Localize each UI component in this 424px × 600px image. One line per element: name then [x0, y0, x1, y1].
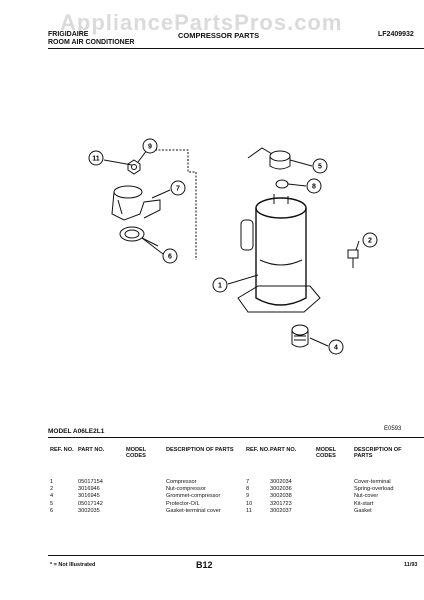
wiring-line — [148, 149, 197, 260]
lead-wire — [247, 147, 273, 159]
callout-2: 2 — [362, 232, 378, 248]
header-rule — [48, 48, 424, 49]
col-part-no: PART NO. — [270, 447, 297, 453]
exploded-diagram: 11 9 7 6 5 8 2 1 4 — [88, 138, 378, 355]
product-type: ROOM AIR CONDITIONER — [48, 39, 135, 46]
table-header: REF. NO. PART NO. MODEL CODES DESCRIPTIO… — [246, 447, 420, 461]
parts-table-right: REF. NO. PART NO. MODEL CODES DESCRIPTIO… — [246, 447, 420, 515]
model-number: MODEL A06LE2L1 — [48, 428, 105, 435]
callout-6: 6 — [162, 248, 178, 264]
table-top-rule — [48, 437, 424, 438]
callout-7: 7 — [170, 180, 186, 196]
not-illustrated-note: * = Not Illustrated — [50, 562, 96, 568]
model-code: LF2409932 — [378, 31, 414, 38]
compressor-drawing — [237, 194, 321, 313]
callout-1: 1 — [212, 277, 228, 293]
callout-11: 11 — [88, 150, 104, 166]
col-model-codes: MODEL CODES — [126, 447, 147, 460]
col-description: DESCRIPTION OF PARTS — [354, 447, 402, 460]
gasket-drawing — [119, 226, 159, 247]
callout-4: 4 — [328, 339, 344, 355]
table-header: REF. NO. PART NO. MODEL CODES DESCRIPTIO… — [50, 447, 236, 461]
svg-text:1: 1 — [218, 283, 222, 290]
protector-drawing — [269, 150, 291, 189]
page-number: B12 — [196, 560, 213, 570]
col-part-no: PART NO. — [78, 447, 105, 453]
svg-text:9: 9 — [148, 144, 152, 151]
section-title: COMPRESSOR PARTS — [178, 31, 260, 40]
grommet-drawing — [291, 324, 309, 348]
print-date: 11/93 — [404, 562, 418, 568]
svg-text:6: 6 — [168, 254, 172, 261]
watermark: AppliancePartsPros.com — [60, 10, 343, 35]
svg-text:5: 5 — [318, 164, 322, 171]
col-ref-no: REF. NO. — [246, 447, 270, 453]
footer-rule — [48, 555, 424, 556]
svg-text:2: 2 — [368, 238, 372, 245]
parts-table-left: REF. NO. PART NO. MODEL CODES DESCRIPTIO… — [50, 447, 236, 515]
brand-name: FRIGIDAIRE — [48, 31, 89, 38]
col-model-codes: MODEL CODES — [316, 447, 337, 460]
nut-drawing — [347, 249, 359, 268]
col-description: DESCRIPTION OF PARTS — [166, 447, 234, 453]
svg-text:7: 7 — [176, 186, 180, 193]
reference-code: E0593 — [384, 426, 402, 432]
col-ref-no: REF. NO. — [50, 447, 74, 453]
svg-text:4: 4 — [334, 345, 338, 352]
callout-8: 8 — [306, 178, 322, 194]
terminal-cover-drawing — [111, 185, 161, 221]
callout-5: 5 — [312, 158, 328, 174]
callout-9: 9 — [142, 138, 158, 154]
svg-text:8: 8 — [312, 184, 316, 191]
svg-text:11: 11 — [92, 156, 100, 163]
